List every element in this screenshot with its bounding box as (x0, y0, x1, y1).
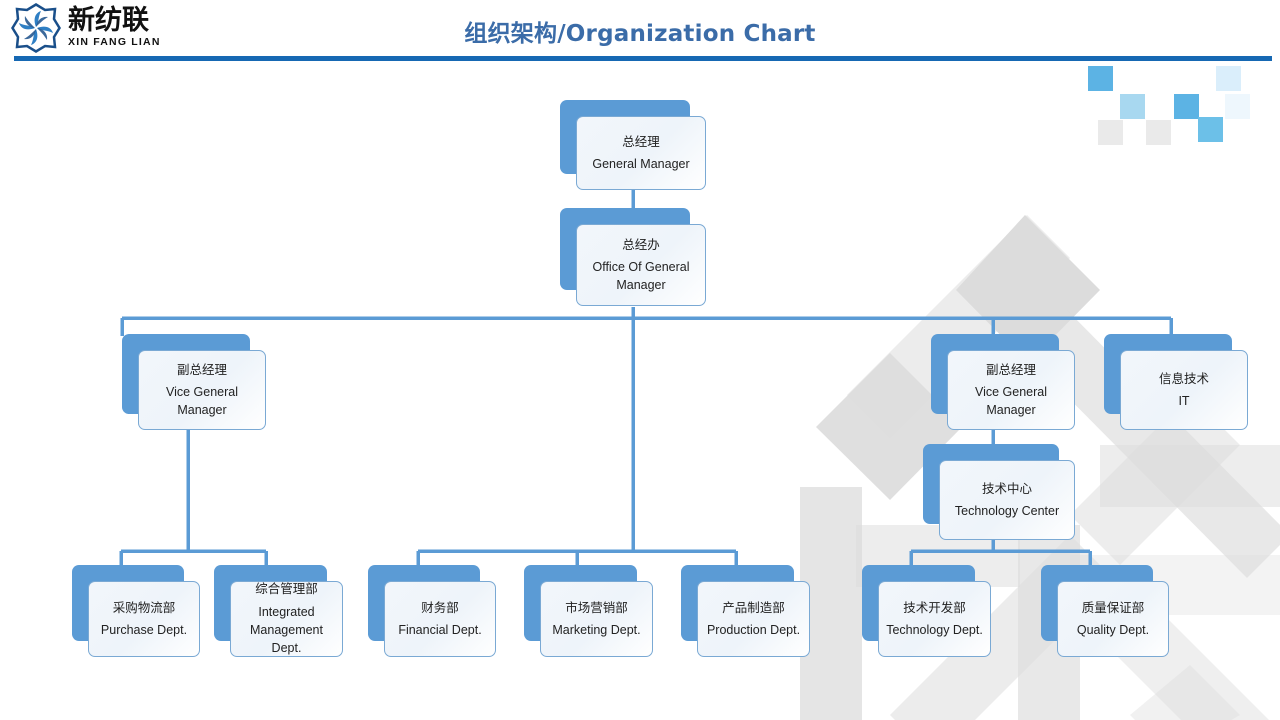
org-node-label-cn: 采购物流部 (112, 599, 176, 615)
org-node-label-cn: 综合管理部 (255, 581, 318, 597)
org-node-card[interactable]: 综合管理部 Integrated Management Dept. (230, 581, 343, 657)
org-node-financial[interactable]: 财务部 Financial Dept. (368, 565, 496, 657)
org-node-card[interactable]: 产品制造部 Production Dept. (697, 581, 810, 657)
org-node-label-cn: 财务部 (421, 599, 459, 615)
org-node-vgm_left[interactable]: 副总经理 Vice General Manager (122, 334, 266, 430)
org-node-label-cn: 市场营销部 (565, 599, 628, 615)
decorative-square (1088, 66, 1113, 91)
org-node-card[interactable]: 财务部 Financial Dept. (384, 581, 496, 657)
org-node-label-en: Quality Dept. (1076, 623, 1150, 638)
org-node-card[interactable]: 信息技术 IT (1120, 350, 1248, 430)
org-node-card[interactable]: 副总经理 Vice General Manager (947, 350, 1075, 430)
org-node-label-en: General Manager (592, 157, 690, 172)
decorative-square (1174, 94, 1199, 119)
org-node-techdept[interactable]: 技术开发部 Technology Dept. (862, 565, 991, 657)
decorative-squares (1088, 62, 1280, 145)
brand-lockup: 新纺联 XIN FANG LIAN (10, 3, 161, 53)
org-node-card[interactable]: 市场营销部 Marketing Dept. (540, 581, 653, 657)
org-node-label-en: Vice General Manager (165, 385, 239, 418)
org-node-ogm[interactable]: 总经办 Office Of General Manager (560, 208, 706, 306)
org-node-label-cn: 信息技术 (1158, 370, 1209, 386)
decorative-square (1216, 66, 1241, 91)
org-node-vgm_right[interactable]: 副总经理 Vice General Manager (931, 334, 1075, 430)
org-node-quality[interactable]: 质量保证部 Quality Dept. (1041, 565, 1169, 657)
page-title: 组织架构/Organization Chart (464, 21, 816, 47)
header-divider (14, 56, 1272, 61)
org-node-gm[interactable]: 总经理 General Manager (560, 100, 706, 190)
org-node-integrated[interactable]: 综合管理部 Integrated Management Dept. (214, 565, 343, 657)
org-node-label-cn: 副总经理 (985, 361, 1036, 377)
org-node-label-en: Technology Dept. (886, 623, 983, 638)
decorative-square (1120, 94, 1145, 119)
org-node-label-en: Marketing Dept. (552, 623, 641, 638)
org-node-purchase[interactable]: 采购物流部 Purchase Dept. (72, 565, 200, 657)
org-node-card[interactable]: 采购物流部 Purchase Dept. (88, 581, 200, 657)
org-node-label-cn: 产品制造部 (722, 599, 785, 615)
decorative-square (1098, 120, 1123, 145)
org-node-card[interactable]: 副总经理 Vice General Manager (138, 350, 266, 430)
org-node-label-en: Integrated Management Dept. (250, 605, 323, 656)
org-node-techctr[interactable]: 技术中心 Technology Center (923, 444, 1075, 540)
org-node-label-cn: 技术开发部 (903, 599, 966, 615)
org-node-it[interactable]: 信息技术 IT (1104, 334, 1248, 430)
org-node-label-en: Financial Dept. (398, 623, 482, 638)
slide-header: 新纺联 XIN FANG LIAN 组织架构/Organization Char… (0, 0, 1280, 62)
org-node-card[interactable]: 总经办 Office Of General Manager (576, 224, 706, 306)
brand-name-cn: 新纺联 (68, 4, 149, 36)
org-node-label-en: Office Of General Manager (592, 260, 690, 293)
org-node-label-en: Vice General Manager (974, 385, 1048, 418)
decorative-square (1146, 120, 1171, 145)
org-node-production[interactable]: 产品制造部 Production Dept. (681, 565, 810, 657)
org-node-label-en: Technology Center (954, 504, 1060, 519)
brand-name-en: XIN FANG LIAN (68, 35, 161, 48)
org-node-label-cn: 总经理 (622, 133, 660, 149)
org-node-label-cn: 技术中心 (981, 480, 1032, 496)
org-node-card[interactable]: 技术中心 Technology Center (939, 460, 1075, 540)
org-node-card[interactable]: 质量保证部 Quality Dept. (1057, 581, 1169, 657)
org-node-label-en: Purchase Dept. (100, 623, 188, 638)
org-node-label-en: IT (1178, 394, 1190, 409)
org-node-card[interactable]: 技术开发部 Technology Dept. (878, 581, 991, 657)
org-node-label-cn: 质量保证部 (1081, 599, 1145, 615)
decorative-square (1225, 94, 1250, 119)
org-node-label-cn: 副总经理 (176, 361, 227, 377)
org-node-marketing[interactable]: 市场营销部 Marketing Dept. (524, 565, 653, 657)
pinwheel-star-logo-icon (11, 3, 61, 53)
org-node-card[interactable]: 总经理 General Manager (576, 116, 706, 190)
decorative-square (1198, 117, 1223, 142)
brand-wordmark: 新纺联 XIN FANG LIAN (68, 7, 161, 50)
org-node-label-cn: 总经办 (622, 236, 660, 252)
org-node-label-en: Production Dept. (706, 623, 801, 638)
